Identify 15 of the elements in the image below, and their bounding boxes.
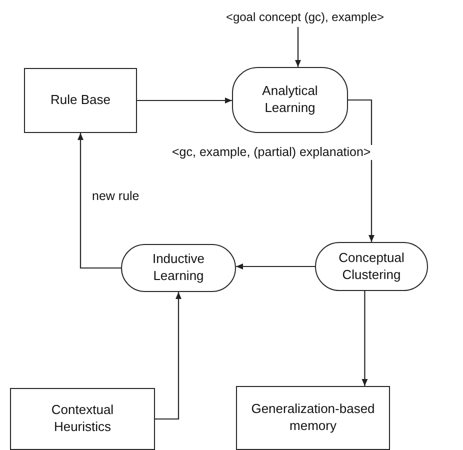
arrow (137, 98, 232, 104)
input-text: <goal concept (gc), example> (205, 9, 405, 27)
process-pill: Conceptual Clustering (315, 242, 428, 291)
arrow (155, 292, 182, 420)
arrow (362, 291, 368, 386)
process-box: Generalization-based memory (236, 386, 390, 450)
arrow (78, 133, 121, 269)
process-pill: Inductive Learning (121, 244, 236, 292)
process-box: Rule Base (24, 68, 137, 133)
edge-label: <gc, example, (partial) explanation> (170, 145, 373, 160)
process-box: Contextual Heuristics (10, 388, 155, 450)
arrow (236, 264, 315, 270)
arrow (348, 99, 374, 242)
process-pill: Analytical Learning (232, 67, 348, 133)
arrow (295, 27, 301, 67)
